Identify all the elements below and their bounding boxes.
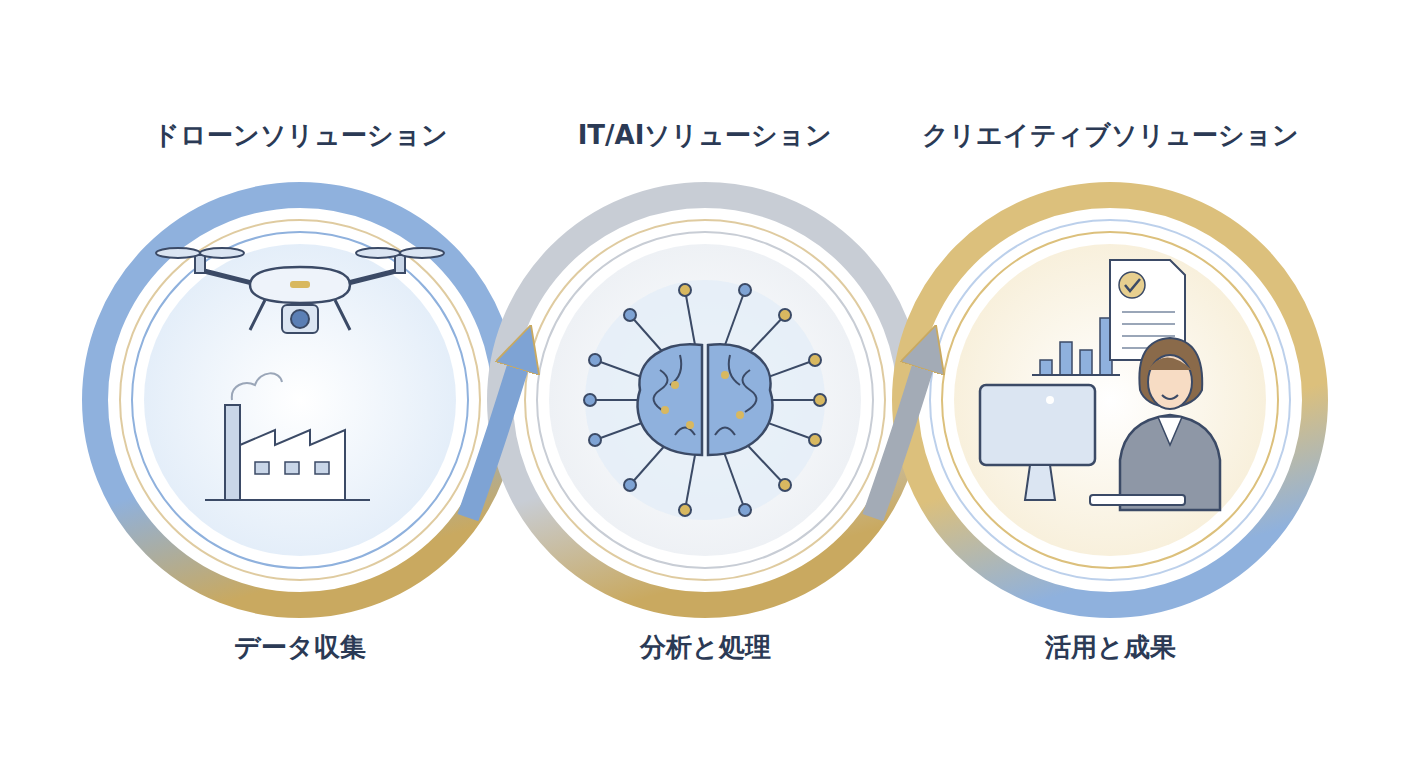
solution-heading: ドローンソリューション [60,120,540,151]
solution-circle: IT/AIソリューション分析と処理 [465,100,945,680]
circle-illustration [465,100,945,680]
flow-arrow [468,360,520,518]
solution-heading: IT/AIソリューション [465,120,945,151]
solution-circle: クリエイティブソリューション活用と成果 [870,100,1350,680]
solution-circle: ドローンソリューションデータ収集 [60,100,540,680]
circle-illustration [60,100,540,680]
stage-label: データ収集 [60,632,540,663]
solution-heading: クリエイティブソリューション [870,120,1350,151]
stage-label: 活用と成果 [870,632,1350,663]
circle-illustration [870,100,1350,680]
flow-arrow [873,360,925,518]
stage-label: 分析と処理 [465,632,945,663]
